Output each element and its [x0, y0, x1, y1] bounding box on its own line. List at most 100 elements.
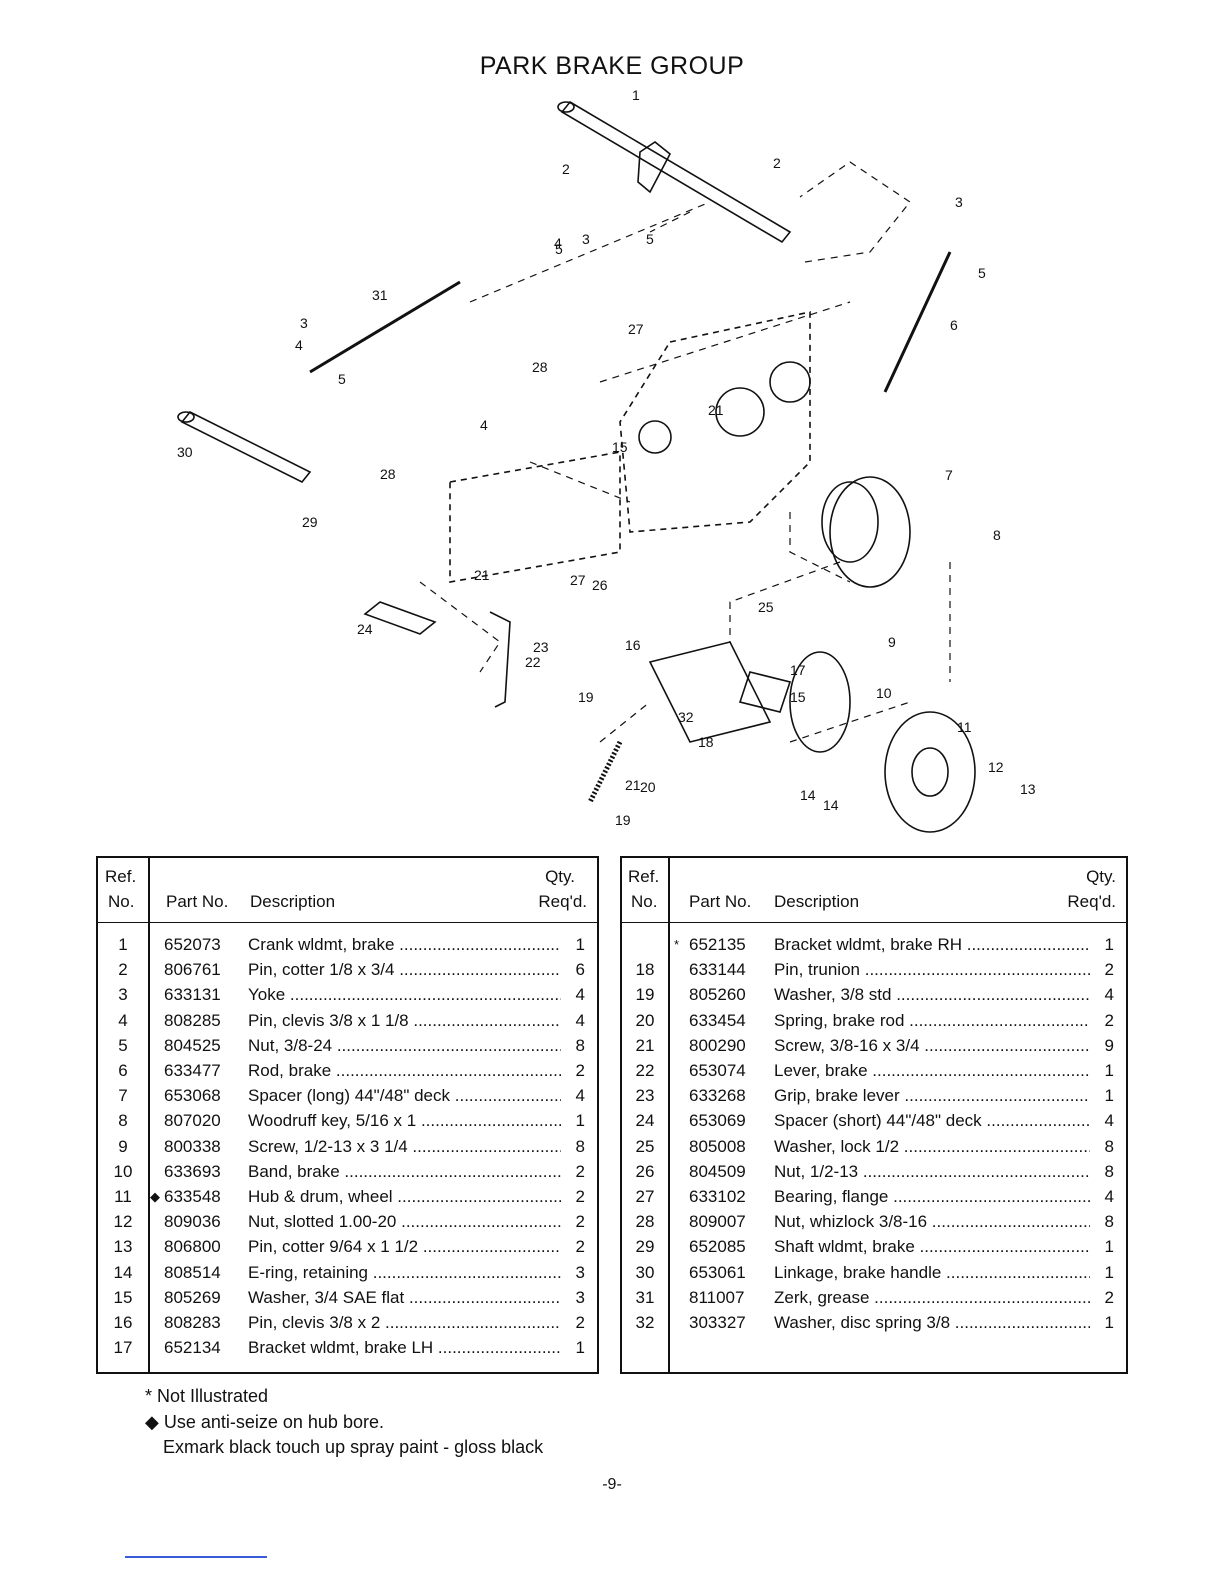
- header-ref: Ref.: [628, 867, 660, 886]
- header-description: Description: [250, 892, 336, 911]
- callout-number: 5: [978, 265, 986, 281]
- ref-number: 25: [635, 1136, 655, 1156]
- qty-required: 3: [561, 1259, 585, 1285]
- part-number: 804525: [164, 1035, 221, 1055]
- qty-required: 4: [561, 1083, 585, 1109]
- qty-required: 1: [1090, 1058, 1114, 1083]
- part-number: 807020: [164, 1111, 221, 1131]
- ref-number: 16: [113, 1313, 133, 1332]
- callout-number: 27: [628, 321, 644, 337]
- part-number: 808283: [164, 1313, 221, 1332]
- footer-rule: [125, 1556, 267, 1558]
- part-number: 800338: [164, 1136, 221, 1156]
- part-description: Lever, brake: [774, 1058, 1096, 1083]
- qty-required: 9: [1090, 1032, 1114, 1058]
- ref-number: 29: [635, 1237, 655, 1257]
- ref-number: 7: [118, 1086, 128, 1106]
- qty-required: 6: [561, 957, 585, 983]
- callout-number: 26: [592, 577, 608, 593]
- callout-number: 24: [357, 621, 373, 637]
- qty-required: 2: [561, 1184, 585, 1209]
- note-paint: Exmark black touch up spray paint - glos…: [163, 1437, 544, 1457]
- part-description: Screw, 3/8-16 x 3/4: [774, 1033, 1096, 1058]
- qty-required: 8: [1090, 1133, 1114, 1159]
- ref-number: 23: [635, 1086, 655, 1106]
- callout-number: 25: [758, 599, 774, 615]
- part-number: 653074: [689, 1061, 746, 1080]
- callout-number: 2: [773, 155, 781, 171]
- ref-number: 2: [118, 960, 128, 980]
- ref-number: 30: [635, 1262, 655, 1282]
- qty-required: 8: [561, 1133, 585, 1159]
- part-number: 633268: [689, 1086, 746, 1106]
- ref-number: 1: [118, 935, 128, 954]
- part-number: 633548: [164, 1187, 221, 1206]
- part-description: Nut, 3/8-24: [248, 1033, 566, 1058]
- callout-number: 14: [823, 797, 839, 813]
- callout-number: 22: [525, 654, 541, 670]
- qty-required: 2: [561, 1234, 585, 1260]
- callout-number: 21: [708, 402, 724, 418]
- part-description: Nut, slotted 1.00-20: [248, 1209, 566, 1234]
- header-part-no: Part No.: [166, 892, 229, 911]
- part-number: 805260: [689, 985, 746, 1005]
- callout-number: 8: [993, 527, 1001, 543]
- part-description: Grip, brake lever: [774, 1083, 1096, 1108]
- qty-required: 8: [1090, 1158, 1114, 1184]
- ref-number: 11: [114, 1187, 132, 1206]
- ref-number: 14: [113, 1262, 133, 1282]
- ref-number: 17: [113, 1338, 133, 1358]
- callout-number: 15: [790, 689, 806, 705]
- table-header: [98, 858, 597, 923]
- callout-number: 5: [555, 241, 563, 257]
- ref-number: 10: [113, 1161, 133, 1181]
- callout-number: 21: [625, 777, 641, 793]
- callout-number: 11: [957, 719, 972, 735]
- callout-number: 13: [1020, 781, 1036, 797]
- header-part-no: Part No.: [689, 892, 752, 911]
- part-description: Washer, disc spring 3/8: [774, 1310, 1096, 1335]
- part-number: 652073: [164, 935, 221, 954]
- footnotes: * Not Illustrated ◆ Use anti-seize on hu…: [145, 1384, 543, 1461]
- ref-number: 26: [635, 1161, 655, 1181]
- part-description: Washer, 3/4 SAE flat: [248, 1285, 566, 1310]
- callout-number: 21: [474, 567, 490, 583]
- header-qty: Qty.: [545, 867, 575, 886]
- part-number: 633693: [164, 1161, 221, 1181]
- callout-number: 3: [300, 315, 308, 331]
- callout-number: 3: [955, 194, 963, 210]
- ref-number: 18: [635, 960, 655, 980]
- header-no: No.: [631, 892, 658, 911]
- part-number: 652085: [689, 1237, 746, 1257]
- callout-number: 27: [570, 572, 586, 588]
- callout-number: 20: [640, 779, 656, 795]
- part-description: Spacer (short) 44"/48" deck: [774, 1108, 1096, 1133]
- callout-number: 19: [578, 689, 594, 705]
- part-number: 809036: [164, 1212, 221, 1232]
- part-description: Pin, cotter 9/64 x 1 1/2: [248, 1234, 566, 1259]
- header-reqd: Req'd.: [538, 892, 587, 911]
- header-no: No.: [108, 892, 135, 911]
- part-number: 633144: [689, 960, 746, 980]
- qty-required: 4: [1090, 982, 1114, 1008]
- qty-required: 1: [1090, 1234, 1114, 1260]
- callout-number: 30: [177, 444, 193, 460]
- ref-number: 27: [635, 1187, 655, 1206]
- part-description: Shaft wldmt, brake: [774, 1234, 1096, 1259]
- part-description: Hub & drum, wheel: [248, 1184, 566, 1209]
- header-reqd: Req'd.: [1067, 892, 1116, 911]
- part-description: Nut, 1/2-13: [774, 1159, 1096, 1184]
- qty-required: 4: [561, 1007, 585, 1033]
- qty-required: 1: [1090, 1310, 1114, 1335]
- part-number: 303327: [689, 1313, 746, 1332]
